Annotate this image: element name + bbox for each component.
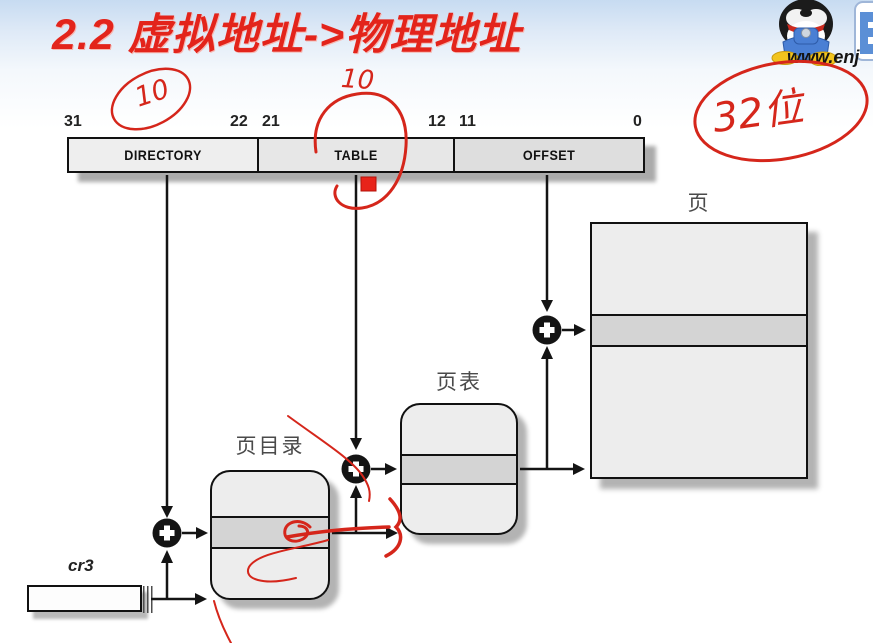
arrow-right-into-page-band (574, 324, 586, 336)
directory-field: DIRECTORY (69, 139, 259, 171)
logo-area (763, 0, 873, 67)
page-cell-band (592, 314, 806, 347)
handwritten-directory-bits: 10 (131, 73, 174, 114)
arrow-down-adder1 (161, 506, 173, 518)
bit-label-12: 12 (428, 113, 446, 130)
table-field-label: TABLE (334, 147, 378, 163)
arrow-up-entry-adder2 (350, 485, 362, 498)
adder2-plus-icon (341, 454, 371, 484)
arrow-up-entry-adder3 (541, 346, 553, 359)
page-directory-label: 页目录 (235, 435, 305, 458)
page-box (590, 222, 808, 479)
page-directory-entry-band (212, 516, 328, 549)
handwritten-table-bits: 10 (339, 63, 376, 97)
red-square-marker (360, 176, 377, 192)
bit-label-22: 22 (230, 113, 248, 130)
partial-badge-logo (854, 1, 873, 61)
virtual-address-bar: DIRECTORY TABLE OFFSET (67, 137, 645, 173)
arrow-right-into-table-band (385, 463, 397, 475)
page-table-box (400, 403, 518, 535)
bit-label-0: 0 (633, 113, 642, 130)
arrow-down-adder2 (350, 438, 362, 450)
qq-penguin-logo (771, 0, 873, 67)
adder1-plus-icon (152, 518, 182, 548)
cr3-hatch-shading (143, 586, 153, 613)
handwritten-address-width: 32位 (709, 83, 807, 143)
page-label: 页 (687, 192, 711, 215)
cr3-register-box (27, 585, 142, 612)
offset-field: OFFSET (455, 139, 643, 171)
red-arrow-head (384, 497, 403, 558)
page-table-entry-band (402, 454, 516, 485)
directory-field-label: DIRECTORY (124, 147, 202, 163)
bit-label-31: 31 (64, 113, 82, 130)
bit-label-21: 21 (262, 113, 280, 130)
bit-label-11: 11 (459, 113, 476, 130)
slide-title: 2.2 虚拟地址->物理地址 (52, 11, 522, 59)
table-field: TABLE (259, 139, 455, 171)
arrow-up-cr3-adder1 (161, 550, 173, 563)
page-table-label: 页表 (436, 371, 482, 394)
arrow-right-into-page-base (573, 463, 585, 475)
thin-stroke-below-directory (213, 600, 232, 643)
arrow-right-into-directory-band (196, 527, 208, 539)
offset-field-label: OFFSET (522, 147, 576, 163)
page-directory-box (210, 470, 330, 600)
arrow-right-into-directory-base (195, 593, 207, 605)
cr3-label: cr3 (68, 556, 94, 575)
watermark-url: www.enj (787, 47, 860, 67)
arrow-down-adder3 (541, 300, 553, 312)
arrow-right-into-table-base (386, 527, 398, 539)
adder3-plus-icon (532, 315, 562, 345)
